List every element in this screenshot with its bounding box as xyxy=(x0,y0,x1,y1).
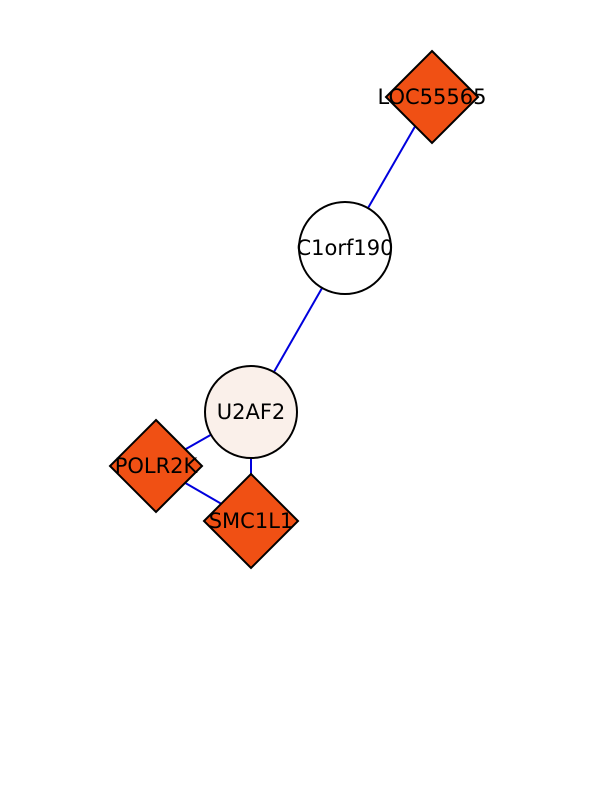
node-label-loc55565: LOC55565 xyxy=(378,85,487,109)
node-polr2k[interactable]: POLR2K xyxy=(108,418,204,514)
node-c1orf190[interactable]: C1orf190 xyxy=(297,201,394,295)
node-label-polr2k: POLR2K xyxy=(115,454,199,478)
node-label-u2af2: U2AF2 xyxy=(217,400,286,424)
node-label-c1orf190: C1orf190 xyxy=(297,236,394,260)
node-smc1l1[interactable]: SMC1L1 xyxy=(202,472,300,570)
node-diamond-loc55565 xyxy=(384,49,480,145)
node-circle-u2af2 xyxy=(204,365,298,459)
node-circle-c1orf190 xyxy=(298,201,392,295)
node-u2af2[interactable]: U2AF2 xyxy=(204,365,298,459)
node-diamond-polr2k xyxy=(108,418,204,514)
node-loc55565[interactable]: LOC55565 xyxy=(378,49,487,145)
node-label-smc1l1: SMC1L1 xyxy=(209,509,294,533)
node-diamond-smc1l1 xyxy=(202,472,300,570)
